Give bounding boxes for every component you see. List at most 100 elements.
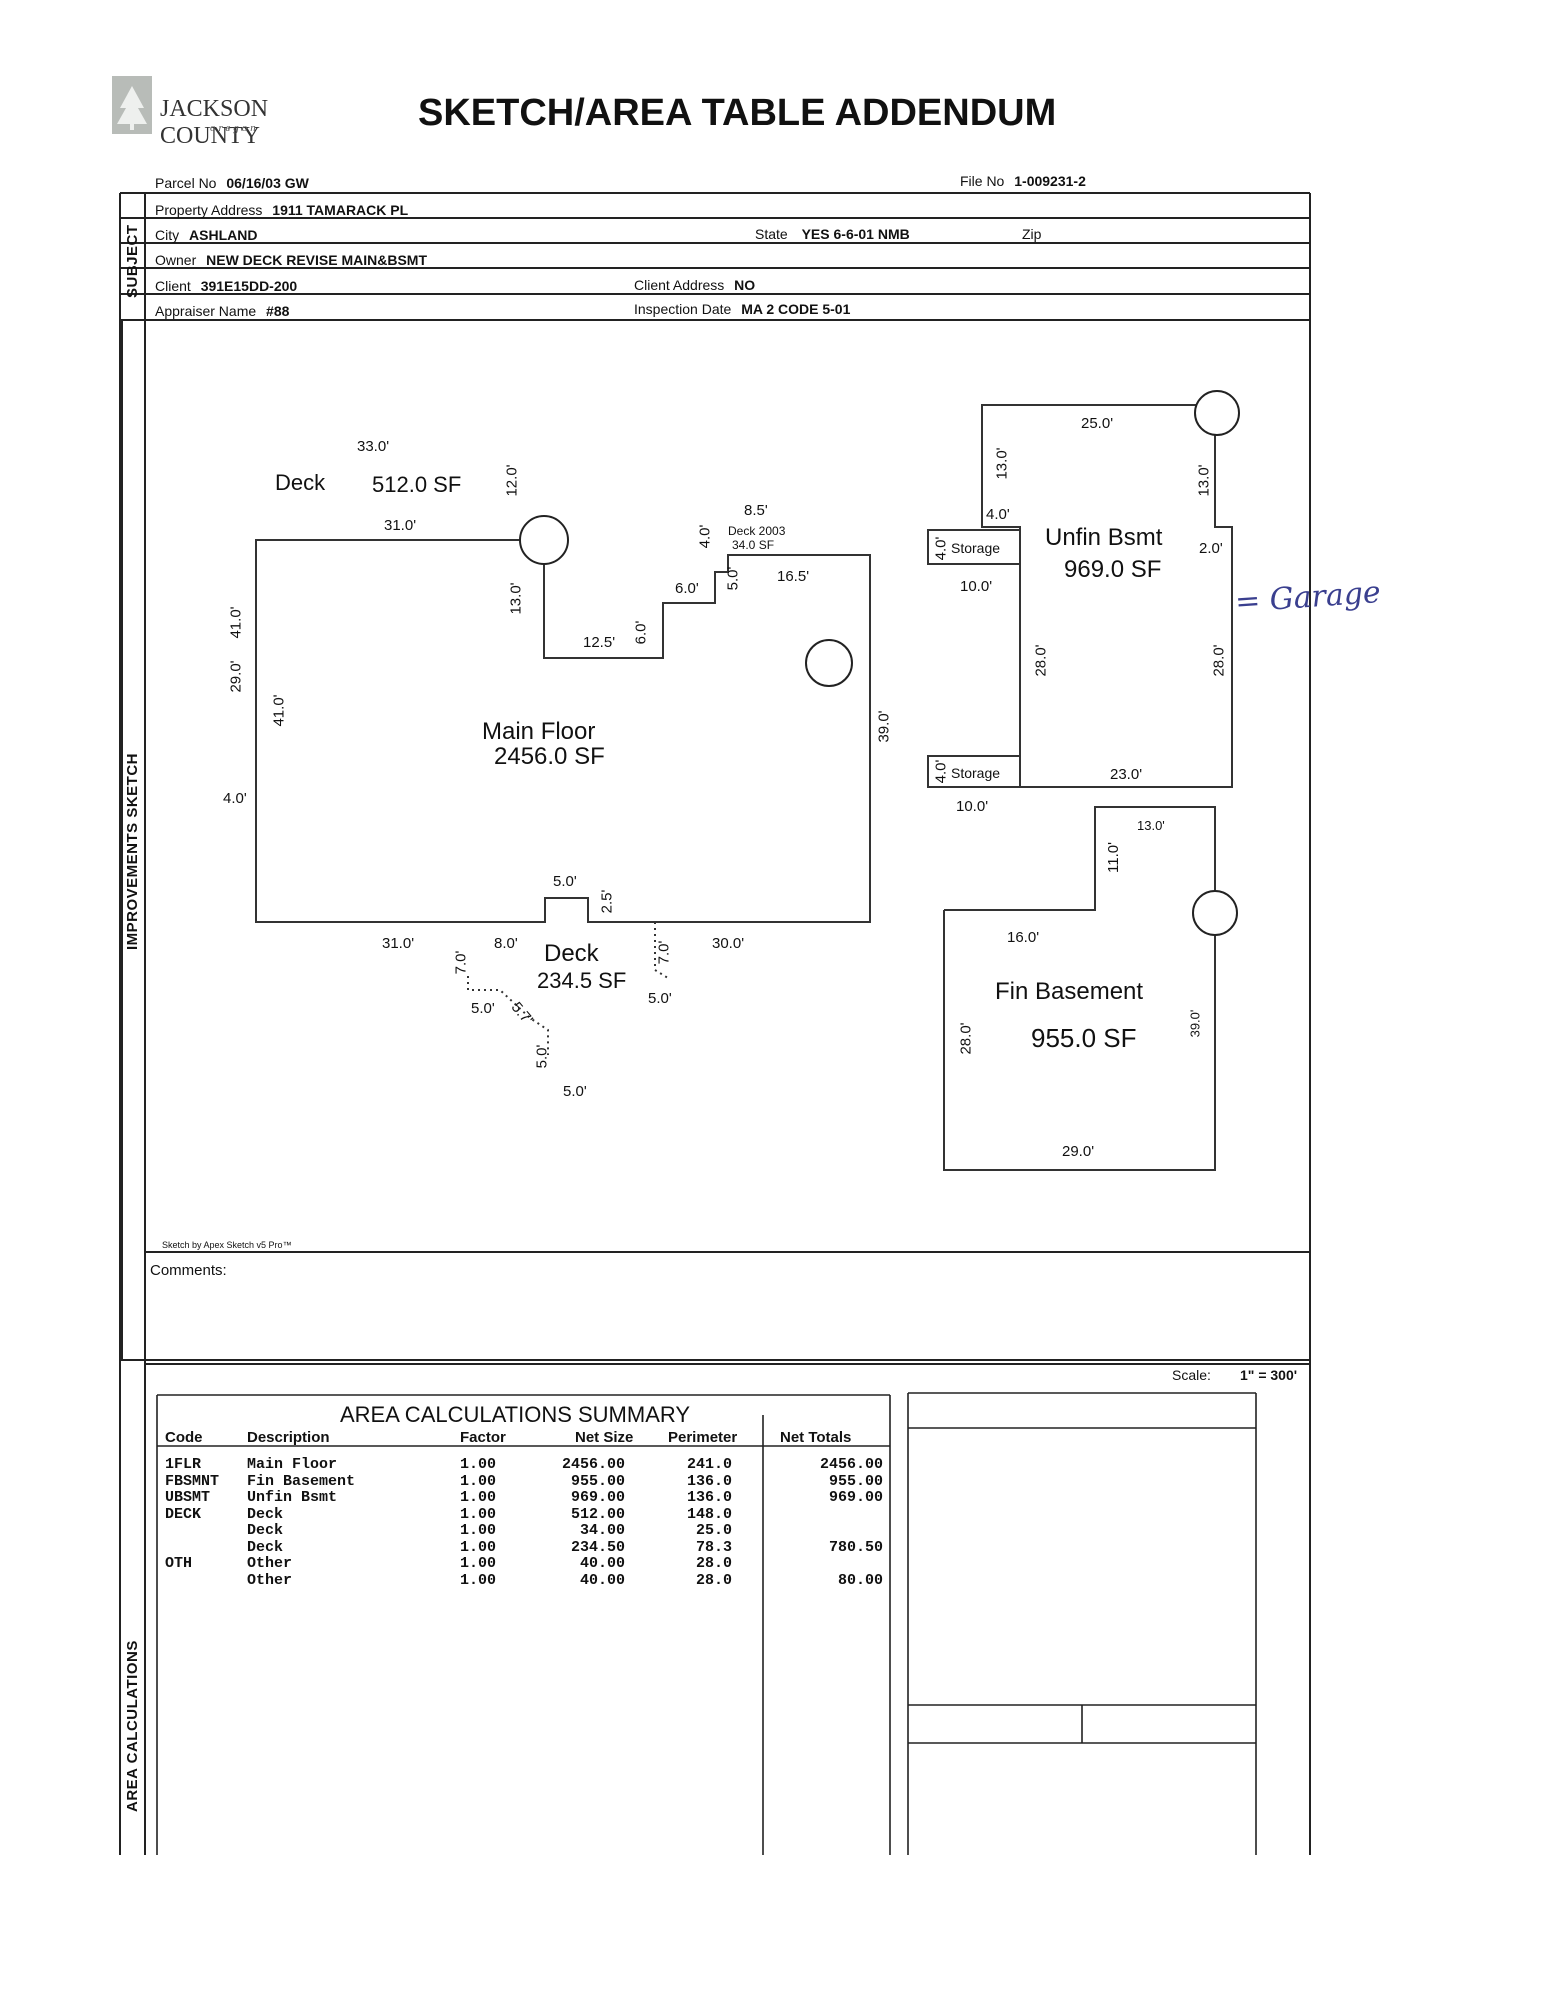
logo: JACKSON COUNTY oregon: [112, 76, 372, 149]
area-table-cell: 136.0: [686, 1489, 732, 1506]
col-header-description: Description: [247, 1429, 330, 1446]
area-table-cell: 80.00: [837, 1571, 883, 1589]
area-table-cell: 28.0: [695, 1555, 732, 1572]
dim-label: 23.0': [1110, 766, 1143, 783]
page-title: SKETCH/AREA TABLE ADDENDUM: [418, 92, 1057, 134]
inspection-value: MA 2 CODE 5-01: [741, 301, 851, 317]
area-table-cell: 2456.00: [561, 1456, 625, 1473]
scale-label: Scale:: [1172, 1367, 1211, 1383]
dim-label: 39.0': [1187, 1009, 1203, 1038]
file-value: 1-009231-2: [1014, 173, 1086, 189]
dim-label: 2.0': [1199, 540, 1223, 557]
marker-circle: [1194, 390, 1240, 436]
area-table-cell: 955.00: [828, 1472, 883, 1490]
area-table-cell: 969.00: [828, 1489, 883, 1506]
fin-basement-area: 955.0 SF: [1031, 1023, 1137, 1053]
appraiser-row: Appraiser Name #88: [155, 303, 290, 319]
area-table-cell: Fin Basement: [247, 1472, 356, 1490]
area-table-cell: OTH: [165, 1555, 193, 1572]
dim-label: 10.0': [960, 578, 993, 595]
client-row: Client 391E15DD-200: [155, 278, 298, 294]
logo-subtext: oregon: [210, 122, 259, 134]
dim-label: 5.0': [471, 1000, 495, 1017]
area-summary-title: AREA CALCULATIONS SUMMARY: [340, 1402, 691, 1427]
area-table-cell: 2456.00: [819, 1456, 883, 1473]
storage-bottom-label: Storage: [951, 765, 1001, 781]
area-table-cell: 1.00: [460, 1472, 497, 1490]
area-table-cell: 1.00: [460, 1505, 497, 1523]
dim-label: 6.0': [675, 580, 699, 597]
dim-label: 5.0': [563, 1083, 587, 1100]
col-header-perimeter: Perimeter: [668, 1429, 738, 1446]
dim-label: 10.0': [956, 798, 989, 815]
unfin-bsmt-label: Unfin Bsmt: [1045, 524, 1163, 551]
appraiser-value: #88: [266, 303, 290, 319]
owner-value: NEW DECK REVISE MAIN&BSMT: [206, 252, 428, 268]
dim-label: 13.0': [507, 582, 525, 615]
dim-label: 39.0': [875, 710, 893, 743]
inspection-row: Inspection Date MA 2 CODE 5-01: [634, 301, 851, 317]
dim-label: 4.0': [986, 506, 1010, 523]
area-table-cell: Main Floor: [247, 1456, 338, 1473]
comments-label: Comments:: [150, 1262, 227, 1279]
client-address-row: Client Address NO: [634, 277, 756, 293]
storage-top-box: [927, 529, 1021, 565]
dim-label: 33.0': [357, 438, 390, 455]
unfin-bsmt-area: 969.0 SF: [1064, 556, 1162, 583]
area-table-cell: 34.00: [579, 1522, 625, 1539]
col-header-code: Code: [165, 1429, 203, 1446]
deck-top-label: Deck: [275, 470, 326, 495]
dim-label: 5.0': [724, 566, 742, 591]
deck-bottom-area: 234.5 SF: [537, 968, 627, 993]
main-floor-area: 2456.0 SF: [494, 743, 605, 770]
parcel-row: Parcel No 06/16/03 GW: [155, 175, 309, 191]
marker-circle: [1192, 890, 1238, 936]
main-floor-outline: [255, 539, 871, 923]
dim-label: 5.0': [648, 990, 672, 1007]
sketch-footer: Sketch by Apex Sketch v5 Pro™: [162, 1240, 292, 1250]
client-address-value: NO: [734, 277, 756, 293]
area-table-cell: 1.00: [460, 1489, 497, 1506]
address-value: 1911 TAMARACK PL: [272, 202, 409, 218]
state-row: State YES 6-6-01 NMB: [755, 226, 910, 242]
dim-label: 6.0': [632, 620, 650, 645]
area-table-cell: 25.0: [695, 1522, 732, 1539]
file-row: File No 1-009231-2: [960, 173, 1086, 189]
dim-label: 11.0': [1104, 842, 1122, 873]
dim-label: 29.0': [1062, 1143, 1095, 1160]
dim-label: 4.0': [932, 759, 950, 784]
area-table-cell: 40.00: [579, 1571, 625, 1589]
area-table-cell: 955.00: [570, 1472, 625, 1490]
area-table-cell: 1.00: [460, 1522, 497, 1539]
marker-circle: [519, 515, 569, 565]
dim-label: 12.0': [503, 464, 521, 497]
logo-name: JACKSON COUNTY: [160, 96, 269, 149]
dim-label: 25.0': [1081, 415, 1114, 432]
dim-label: 8.0': [494, 935, 518, 952]
area-table-cell: Deck: [247, 1522, 284, 1539]
area-table-cell: 241.0: [686, 1456, 732, 1473]
dim-label: 31.0': [384, 517, 417, 534]
col-header-net-totals: Net Totals: [780, 1429, 852, 1446]
dim-label: 5.0': [533, 1044, 551, 1069]
client-value: 391E15DD-200: [200, 278, 298, 294]
dim-label: 13.0': [1137, 818, 1165, 833]
deck-2003-label: Deck 2003: [728, 524, 786, 538]
dim-label: 30.0': [712, 935, 745, 952]
area-table-cell: Other: [247, 1571, 293, 1589]
dim-label: 2.5': [598, 889, 616, 914]
deck-bottom-outline-right: [654, 922, 669, 979]
parcel-value: 06/16/03 GW: [226, 175, 309, 191]
area-table-cell: UBSMT: [165, 1489, 211, 1506]
deck-top-area: 512.0 SF: [372, 472, 462, 497]
area-table-cell: 512.00: [570, 1505, 625, 1523]
state-value: YES 6-6-01 NMB: [801, 226, 910, 242]
